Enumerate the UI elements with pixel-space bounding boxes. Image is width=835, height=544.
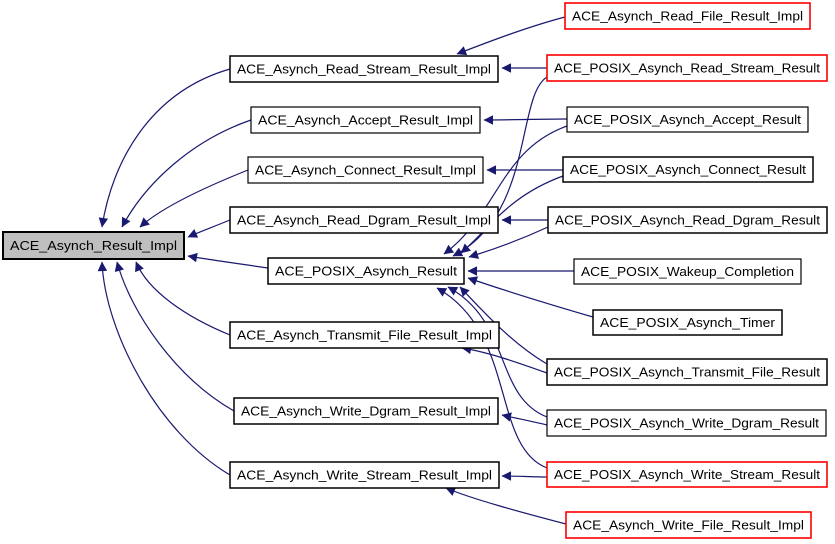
node-box-ace-posix-asynch-connect-result[interactable] [562,156,814,183]
inheritance-edge-ace-posix-asynch-connect-result-to-ace-posix-asynch-result [460,175,564,254]
node-box-ace-posix-wakeup-completion[interactable] [573,258,802,285]
node-box-ace-asynch-transmit-file-result-impl[interactable] [229,321,500,349]
inheritance-edge-ace-asynch-write-dgram-result-impl-to-ace-asynch-result-impl [114,261,235,412]
inheritance-edge-ace-asynch-write-stream-result-impl-to-ace-asynch-result-impl [97,261,231,476]
node-box-ace-posix-asynch-read-stream-result[interactable] [546,54,828,82]
node-ace-posix-wakeup-completion[interactable]: ACE_POSIX_Wakeup_Completion [573,258,802,285]
inheritance-edge-ace-posix-asynch-accept-result-to-ace-asynch-accept-result-impl [483,115,568,125]
node-ace-posix-asynch-connect-result[interactable]: ACE_POSIX_Asynch_Connect_Result [562,156,814,183]
inheritance-edge-ace-asynch-read-file-result-impl-to-ace-asynch-read-stream-result-impl [456,16,566,56]
inheritance-edge-ace-asynch-write-file-result-impl-to-ace-asynch-write-stream-result-impl [445,487,567,525]
node-ace-asynch-accept-result-impl[interactable]: ACE_Asynch_Accept_Result_Impl [250,106,481,134]
node-box-ace-posix-asynch-result[interactable] [267,257,465,285]
inheritance-edge-ace-asynch-read-stream-result-impl-to-ace-asynch-result-impl [98,68,231,228]
node-box-ace-posix-asynch-transmit-file-result[interactable] [546,358,828,386]
node-box-ace-posix-asynch-accept-result[interactable] [566,106,809,133]
node-ace-posix-asynch-write-dgram-result[interactable]: ACE_POSIX_Asynch_Write_Dgram_Result [546,409,827,437]
node-ace-posix-asynch-read-dgram-result[interactable]: ACE_POSIX_Asynch_Read_Dgram_Result [547,206,828,234]
inheritance-edge-ace-posix-asynch-result-to-ace-asynch-result-impl [187,252,269,269]
inheritance-edge-ace-posix-asynch-write-dgram-result-to-ace-asynch-write-dgram-result-impl [501,412,548,426]
node-ace-asynch-transmit-file-result-impl[interactable]: ACE_Asynch_Transmit_File_Result_Impl [229,321,500,349]
inheritance-edge-ace-asynch-connect-result-impl-to-ace-asynch-result-impl [139,169,249,228]
inheritance-edge-ace-posix-asynch-write-stream-result-to-ace-asynch-write-stream-result-impl [501,471,548,481]
node-box-ace-asynch-read-file-result-impl[interactable] [564,2,811,30]
node-box-ace-posix-asynch-timer[interactable] [592,309,783,336]
node-ace-asynch-read-stream-result-impl[interactable]: ACE_Asynch_Read_Stream_Result_Impl [229,55,499,83]
inheritance-edge-ace-posix-asynch-read-dgram-result-to-ace-posix-asynch-result [468,226,549,259]
node-ace-posix-asynch-accept-result[interactable]: ACE_POSIX_Asynch_Accept_Result [566,106,809,133]
node-ace-asynch-connect-result-impl[interactable]: ACE_Asynch_Connect_Result_Impl [247,156,484,184]
nodes-layer: ACE_Asynch_Result_Impl ACE_Asynch_Read_St… [2,2,828,539]
inheritance-edge-ace-posix-asynch-write-stream-result-to-ace-posix-asynch-result [436,287,548,469]
node-ace-asynch-write-stream-result-impl[interactable]: ACE_Asynch_Write_Stream_Result_Impl [229,461,500,489]
node-box-ace-asynch-read-dgram-result-impl[interactable] [229,206,499,234]
node-ace-asynch-write-file-result-impl[interactable]: ACE_Asynch_Write_File_Result_Impl [565,511,812,539]
inheritance-edge-ace-asynch-read-dgram-result-impl-to-ace-asynch-result-impl [187,219,231,238]
node-ace-posix-asynch-write-stream-result[interactable]: ACE_POSIX_Asynch_Write_Stream_Result [546,461,828,488]
inheritance-edge-ace-posix-asynch-read-stream-result-to-ace-posix-asynch-result [452,76,548,257]
node-ace-asynch-read-dgram-result-impl[interactable]: ACE_Asynch_Read_Dgram_Result_Impl [229,206,499,234]
node-ace-posix-asynch-transmit-file-result[interactable]: ACE_POSIX_Asynch_Transmit_File_Result [546,358,828,386]
node-box-ace-asynch-write-dgram-result-impl[interactable] [233,397,499,425]
inheritance-edge-ace-asynch-transmit-file-result-impl-to-ace-asynch-result-impl [135,261,231,336]
node-box-ace-asynch-write-file-result-impl[interactable] [565,511,812,539]
node-box-ace-asynch-write-stream-result-impl[interactable] [229,461,500,489]
node-box-ace-posix-asynch-write-dgram-result[interactable] [546,409,827,437]
node-box-ace-asynch-read-stream-result-impl[interactable] [229,55,499,83]
node-box-ace-asynch-connect-result-impl[interactable] [247,156,484,184]
node-box-ace-asynch-result-impl [2,231,185,260]
node-ace-asynch-result-impl: ACE_Asynch_Result_Impl [2,231,185,260]
inheritance-edge-ace-posix-asynch-timer-to-ace-posix-asynch-result [467,276,594,318]
node-ace-asynch-write-dgram-result-impl[interactable]: ACE_Asynch_Write_Dgram_Result_Impl [233,397,499,425]
node-box-ace-asynch-accept-result-impl[interactable] [250,106,481,134]
node-ace-posix-asynch-timer[interactable]: ACE_POSIX_Asynch_Timer [592,309,783,336]
node-box-ace-posix-asynch-write-stream-result[interactable] [546,461,828,488]
node-box-ace-posix-asynch-read-dgram-result[interactable] [547,206,828,234]
node-ace-posix-asynch-read-stream-result[interactable]: ACE_POSIX_Asynch_Read_Stream_Result [546,54,828,82]
node-ace-posix-asynch-result[interactable]: ACE_POSIX_Asynch_Result [267,257,465,285]
inheritance-edge-ace-asynch-accept-result-impl-to-ace-asynch-result-impl [121,119,252,228]
inheritance-edge-ace-posix-asynch-transmit-file-result-to-ace-asynch-transmit-file-result-impl [461,344,548,374]
node-ace-asynch-read-file-result-impl[interactable]: ACE_Asynch_Read_File_Result_Impl [564,2,811,30]
inheritance-edge-ace-posix-asynch-accept-result-to-ace-posix-asynch-result [443,125,568,255]
edges-layer [97,16,594,525]
